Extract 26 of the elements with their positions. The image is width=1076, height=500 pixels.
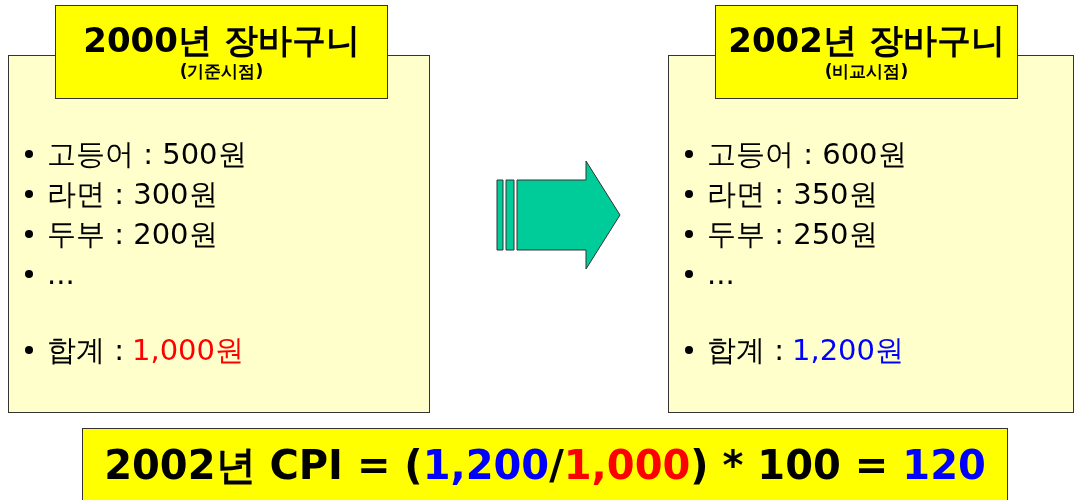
list-text: 두부 : 200원 (47, 216, 218, 253)
formula-box (82, 428, 1008, 500)
list-text: ... (47, 256, 75, 293)
block-arrow (496, 160, 621, 270)
formula-text: ) * 100 = (690, 442, 889, 488)
list-text: 합계 : (707, 332, 784, 369)
subtitle: (비교시점) (824, 60, 909, 84)
list-text: 라면 : 350원 (707, 176, 878, 213)
list-text: ... (707, 256, 735, 293)
subtitle: (기준시점) (179, 60, 264, 84)
title: 2000년 장바구니 (83, 20, 360, 61)
list-text: 1,200원 (792, 332, 905, 369)
formula-text: 120 (902, 442, 986, 488)
formula-text: 2002년 CPI = ( (104, 440, 423, 490)
list-text: 고등어 : 500원 (47, 136, 247, 173)
title-box (55, 5, 388, 99)
formula-text: 1,000 (563, 442, 691, 488)
title-box (715, 5, 1018, 99)
list-text: 고등어 : 600원 (707, 136, 907, 173)
list-text: 두부 : 250원 (707, 216, 878, 253)
list-text: 라면 : 300원 (47, 176, 218, 213)
list-text: 1,000원 (132, 332, 245, 369)
formula-text: 1,200 (422, 442, 550, 488)
list-text: 합계 : (47, 332, 124, 369)
formula-text: / (549, 442, 564, 488)
title: 2002년 장바구니 (728, 20, 1005, 61)
